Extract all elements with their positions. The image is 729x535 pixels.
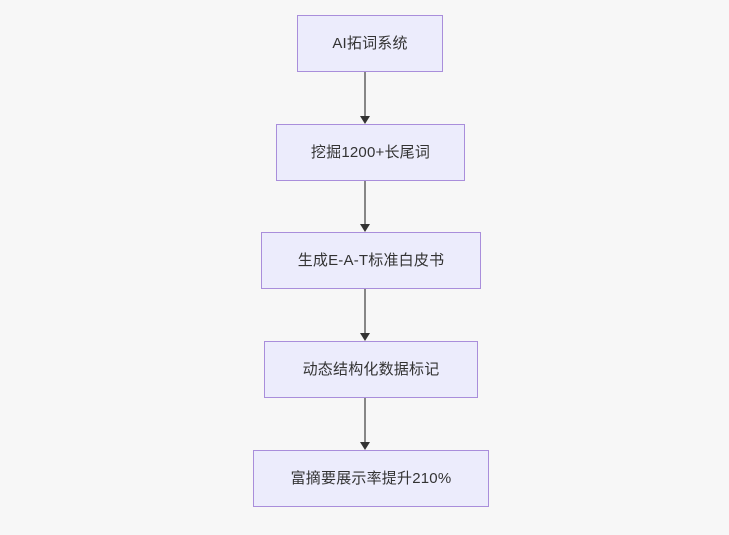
flow-node-label: 动态结构化数据标记: [302, 361, 440, 378]
connector-line: [364, 289, 366, 334]
flow-node-longtail-keywords[interactable]: 挖掘1200+长尾词: [276, 124, 465, 181]
connector-line: [364, 398, 366, 443]
flow-connector-1: [355, 72, 375, 124]
flow-node-label: 挖掘1200+长尾词: [310, 144, 431, 161]
flow-node-structured-data-markup[interactable]: 动态结构化数据标记: [264, 341, 478, 398]
arrow-down-icon: [360, 333, 370, 341]
flow-node-label: AI拓词系统: [332, 35, 408, 52]
flow-connector-3: [355, 289, 375, 341]
connector-line: [364, 72, 366, 117]
arrow-down-icon: [360, 116, 370, 124]
flow-node-rich-snippet-uplift[interactable]: 富摘要展示率提升210%: [253, 450, 489, 507]
connector-line: [364, 181, 366, 225]
flow-node-ai-keyword-system[interactable]: AI拓词系统: [297, 15, 443, 72]
flow-node-label: 生成E-A-T标准白皮书: [297, 252, 445, 269]
flow-connector-2: [355, 181, 375, 232]
flow-connector-4: [355, 398, 375, 450]
flow-node-label: 富摘要展示率提升210%: [290, 470, 452, 487]
arrow-down-icon: [360, 442, 370, 450]
arrow-down-icon: [360, 224, 370, 232]
flow-node-eat-whitepaper[interactable]: 生成E-A-T标准白皮书: [261, 232, 481, 289]
